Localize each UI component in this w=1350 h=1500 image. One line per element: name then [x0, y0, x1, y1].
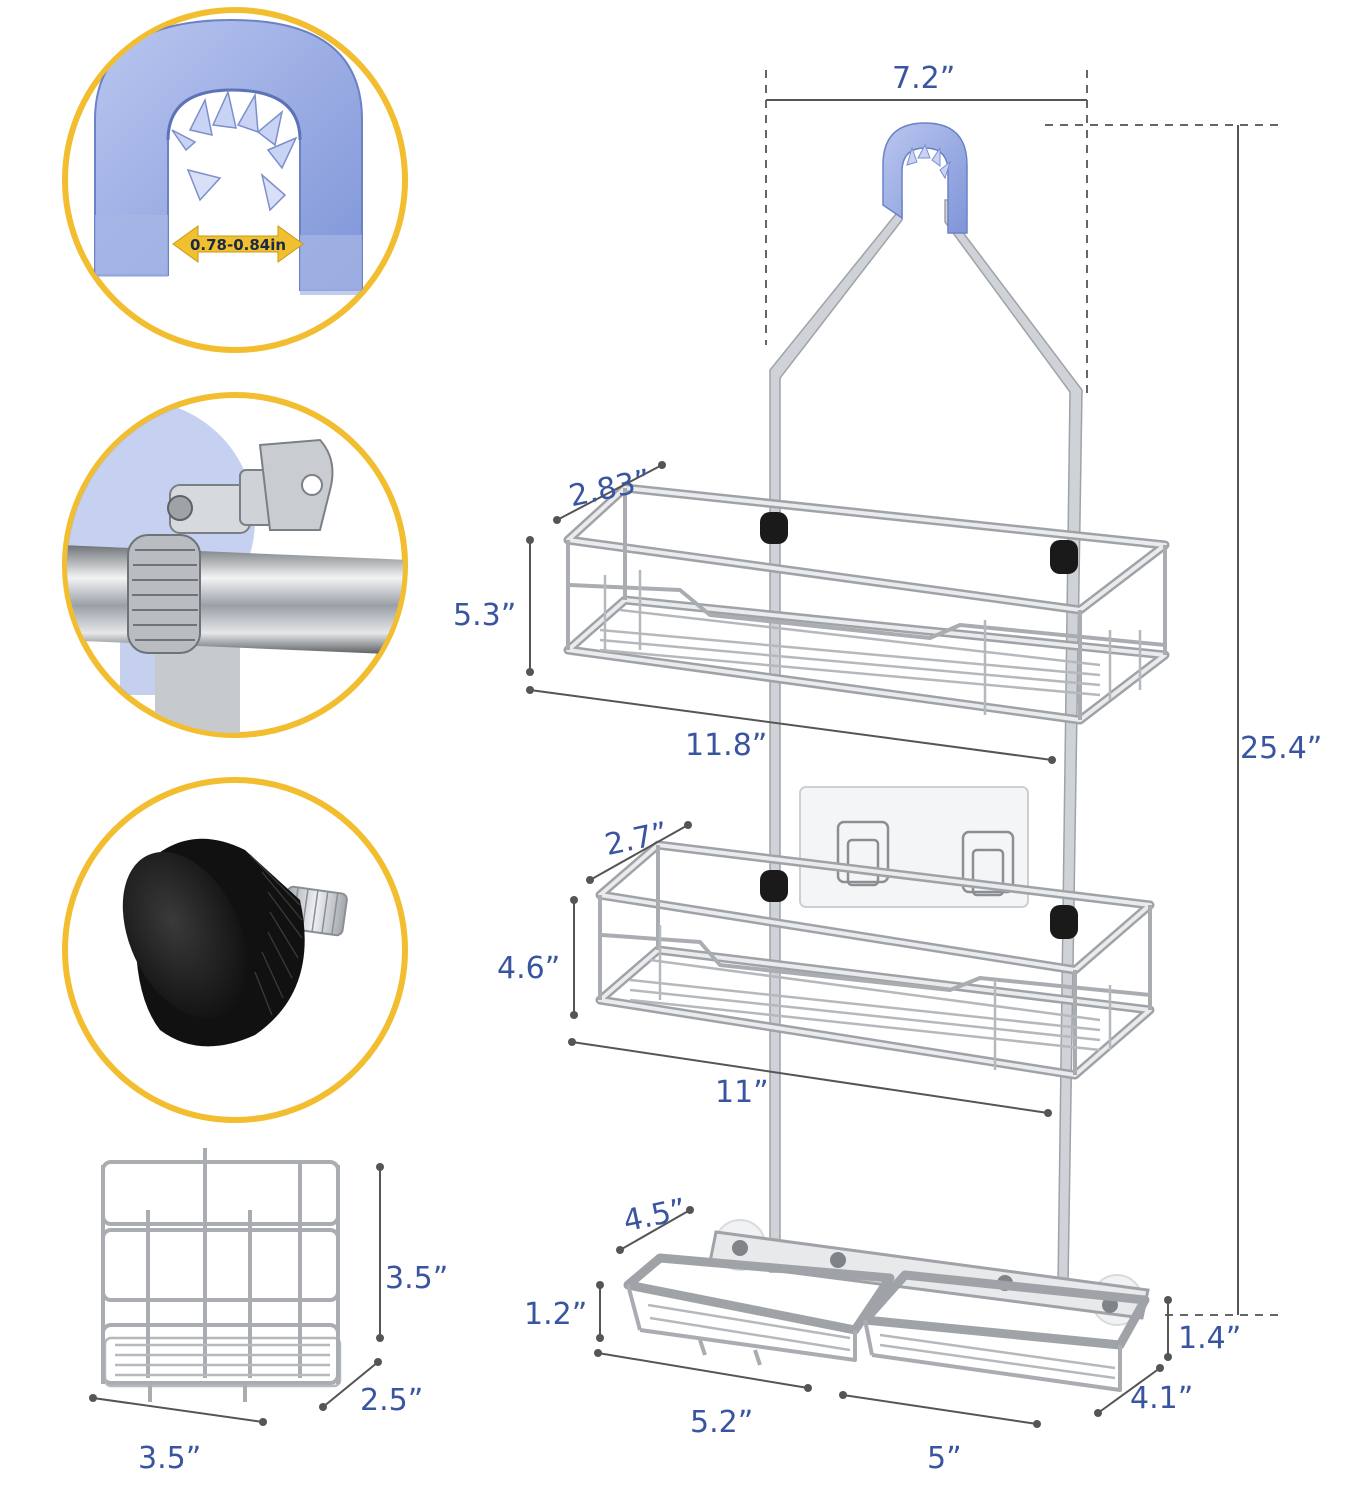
hook-width-label: 7.2”	[892, 61, 955, 96]
hook-teeth	[171, 89, 298, 170]
opening-arrow: 0.78-0.84in	[172, 225, 304, 263]
knob-left	[760, 512, 788, 544]
total-height-label: 25.4”	[1240, 731, 1322, 766]
right-hanger-rod	[944, 199, 1083, 1286]
knob-detail-callout	[62, 777, 408, 1123]
soap-dishes	[623, 1219, 1150, 1392]
left-hanger-rod	[769, 199, 903, 1273]
soap-left-depth-label: 4.5”	[620, 1192, 689, 1239]
adhesive-hook-plate	[799, 786, 1029, 908]
hook-opening-label: 0.78-0.84in	[190, 236, 286, 254]
middle-basket-width-label: 11”	[715, 1075, 769, 1110]
clamp-detail-callout	[62, 392, 408, 738]
hanger-hook	[882, 122, 968, 234]
holder-height-label: 3.5”	[385, 1261, 448, 1296]
holder-dimension-lines: 3.5” 2.5” 3.5”	[89, 1163, 448, 1476]
shower-caddy	[563, 122, 1170, 1392]
soap-left-width-label: 5.2”	[690, 1405, 753, 1440]
soap-left-height-label: 1.2”	[524, 1297, 587, 1332]
top-basket	[563, 483, 1170, 725]
knob-screw	[122, 838, 348, 1047]
middle-basket	[595, 840, 1155, 1080]
soap-right-width-label: 5”	[927, 1441, 962, 1476]
caddy-dimension-lines: 7.2” 25.4” 2.83” 5.3” 11.8” 2.7” 4.6” 11…	[453, 61, 1322, 1476]
holder-top-rim	[101, 1160, 340, 1226]
soap-right-depth-label: 4.1”	[1130, 1381, 1193, 1416]
knob-right	[1050, 540, 1078, 574]
holder-depth-label: 2.5”	[360, 1383, 423, 1418]
shower-pipe	[67, 545, 403, 655]
small-holder-basket	[101, 1148, 342, 1402]
wing-screw	[258, 438, 334, 531]
top-basket-width-label: 11.8”	[685, 728, 767, 763]
hook-detail-callout: 0.78-0.84in	[62, 7, 408, 353]
middle-basket-depth-label: 2.7”	[602, 816, 671, 863]
soap-right-height-label: 1.4”	[1178, 1321, 1241, 1356]
holder-width-label: 3.5”	[138, 1441, 201, 1476]
top-basket-height-label: 5.3”	[453, 598, 516, 633]
middle-basket-height-label: 4.6”	[497, 951, 560, 986]
